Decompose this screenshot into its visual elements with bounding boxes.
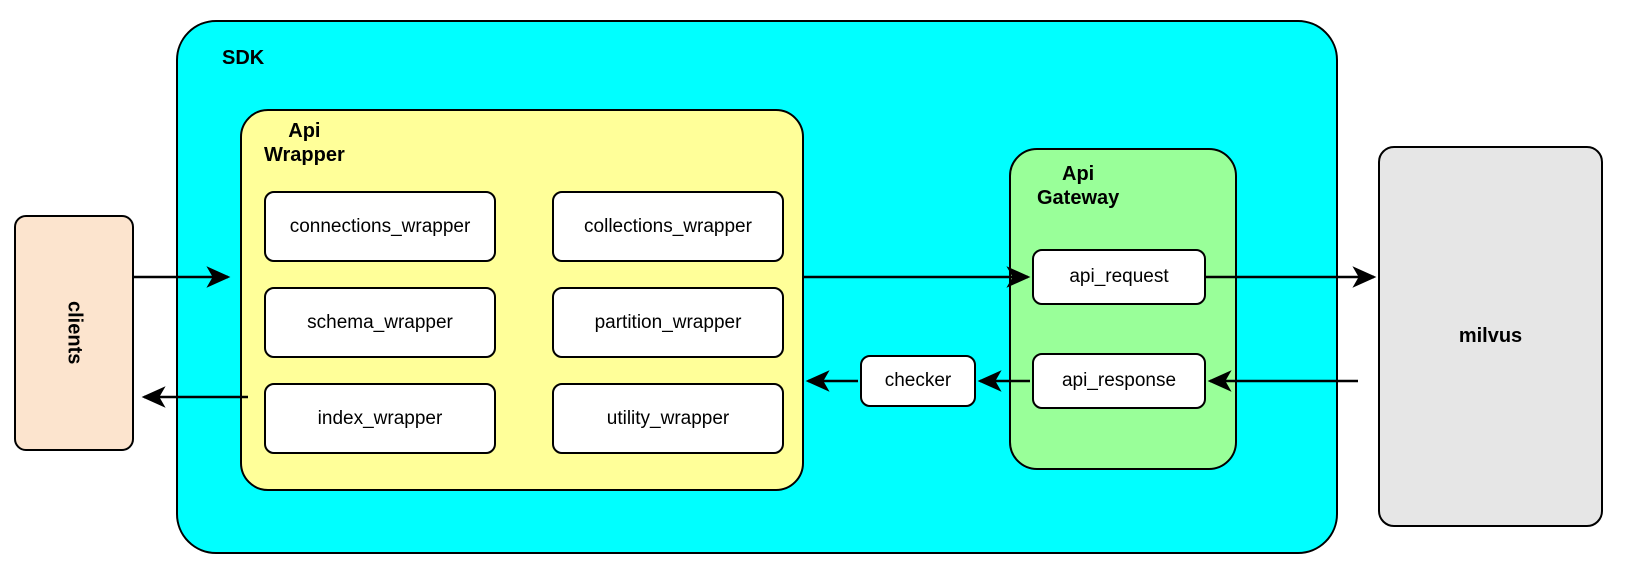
node-milvus[interactable]: milvus [1378,146,1603,527]
node-clients-label: clients [63,301,86,365]
node-collections-wrapper[interactable]: collections_wrapper [552,191,784,262]
node-api-response[interactable]: api_response [1032,353,1206,409]
group-api-gateway-label: Api Gateway [1037,163,1120,209]
group-sdk-label: SDK [222,47,265,69]
group-api-wrapper-label: Api Wrapper [264,120,345,166]
node-connections-wrapper[interactable]: connections_wrapper [264,191,496,262]
node-checker[interactable]: checker [860,355,976,407]
node-clients[interactable]: clients [14,215,134,451]
node-partition-wrapper[interactable]: partition_wrapper [552,287,784,358]
node-schema-wrapper[interactable]: schema_wrapper [264,287,496,358]
group-api-gateway: Api Gateway [1009,148,1237,470]
node-utility-wrapper[interactable]: utility_wrapper [552,383,784,454]
node-api-request[interactable]: api_request [1032,249,1206,305]
node-index-wrapper[interactable]: index_wrapper [264,383,496,454]
